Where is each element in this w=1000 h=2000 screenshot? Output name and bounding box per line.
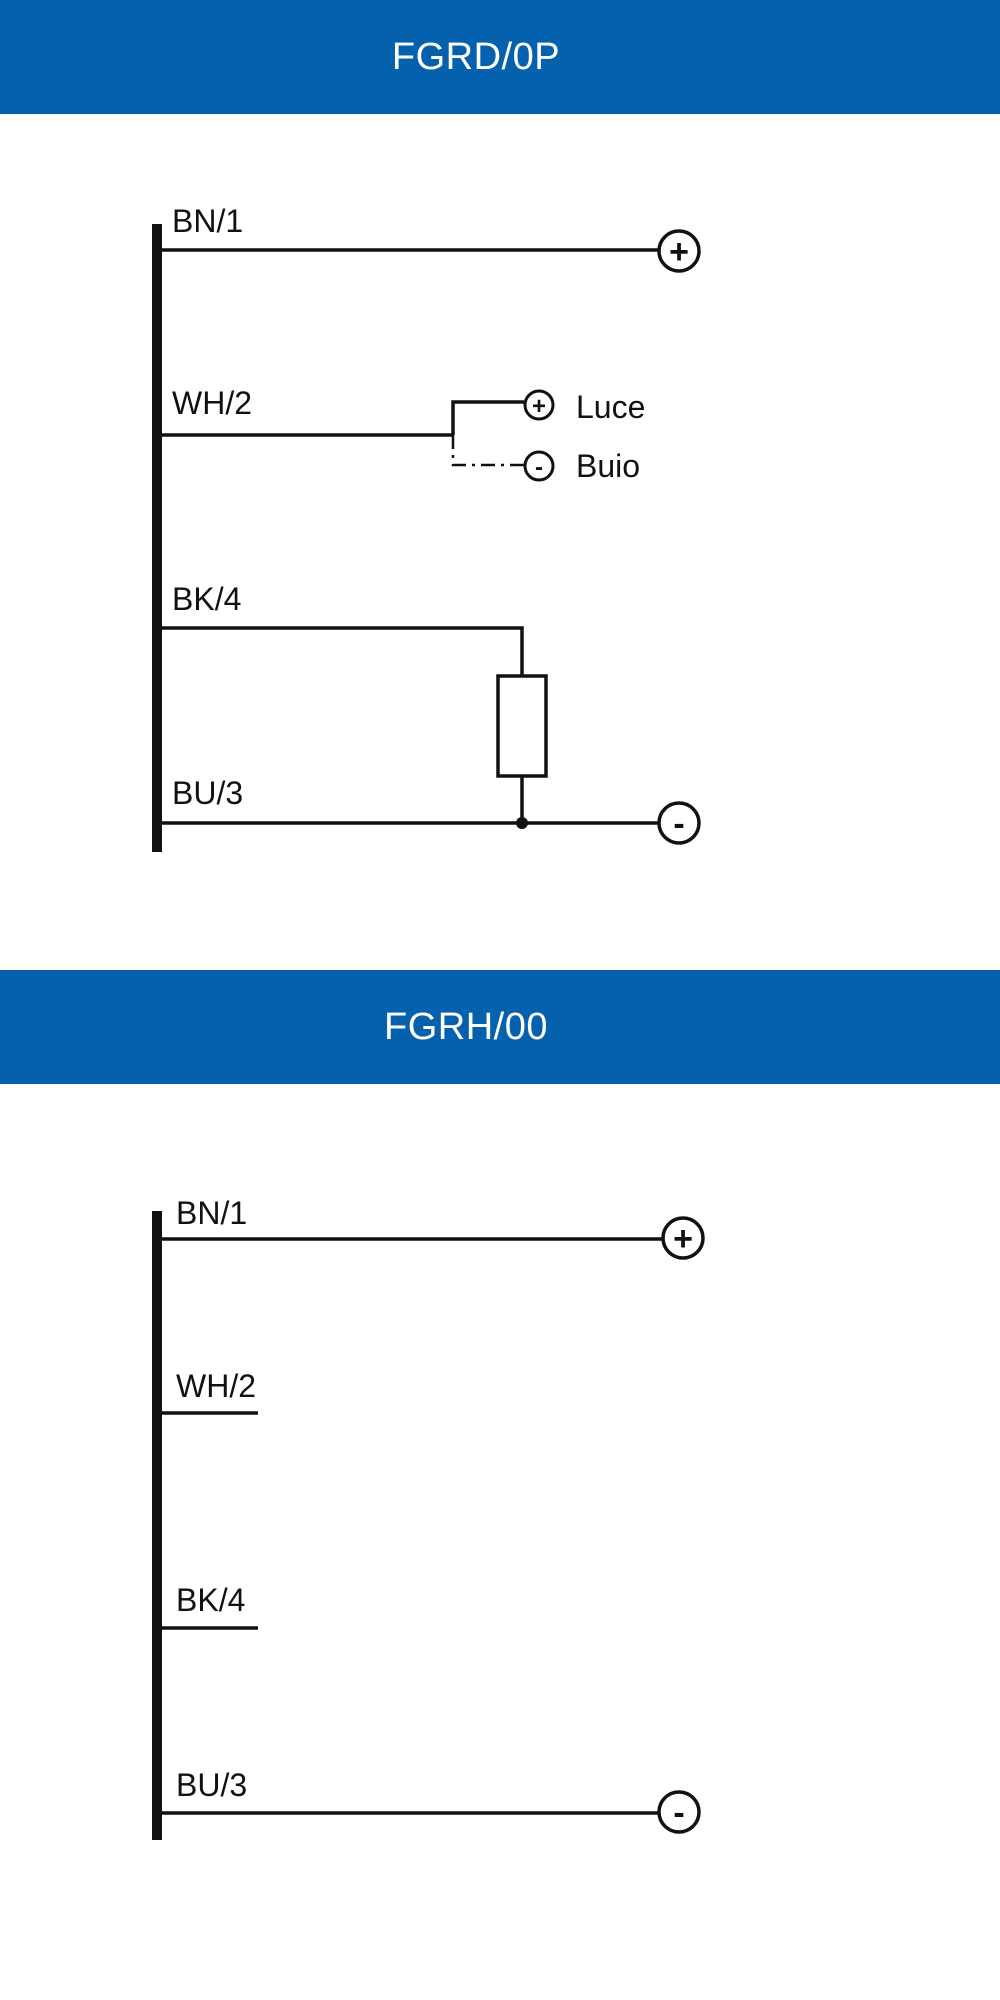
wire-label-wh: WH/2: [176, 1368, 256, 1404]
wire-label-bk: BK/4: [172, 581, 241, 617]
wire-label-bu: BU/3: [176, 1767, 247, 1803]
connector-bus: [152, 1211, 162, 1840]
wire-label-bu: BU/3: [172, 775, 243, 811]
section-header-fgrh: FGRH/00: [0, 970, 1000, 1084]
section-header-fgrd: FGRD/0P: [0, 0, 1000, 114]
connector-bus: [152, 224, 162, 852]
dark-output-terminal: -: [523, 450, 555, 482]
svg-text:-: -: [535, 454, 543, 481]
wiring-diagram-fgrd: BN/1 + WH/2 + Luce - Buio BK/4 BU/3 -: [152, 203, 701, 852]
wire-label-bk: BK/4: [176, 1582, 245, 1618]
wire-bk: [162, 626, 524, 676]
wire-label-bn: BN/1: [172, 203, 243, 239]
wire-label-wh: WH/2: [172, 385, 252, 421]
wire-label-bn: BN/1: [176, 1195, 247, 1231]
section-title: FGRH/00: [384, 1005, 548, 1048]
switch-dark-path: [451, 435, 524, 467]
output-label-light: Luce: [576, 389, 645, 425]
svg-text:-: -: [673, 805, 684, 843]
svg-text:+: +: [532, 393, 546, 420]
wiring-diagram-fgrh: BN/1 + WH/2 BK/4 BU/3 -: [152, 1195, 705, 1840]
switch-light-path: [451, 400, 524, 435]
section-title: FGRD/0P: [391, 35, 561, 78]
svg-text:+: +: [673, 1220, 693, 1258]
minus-terminal: -: [657, 801, 701, 845]
output-label-dark: Buio: [576, 448, 640, 484]
junction-dot: [516, 817, 528, 829]
light-output-terminal: +: [523, 389, 555, 421]
load-resistor: [496, 674, 548, 778]
svg-text:-: -: [673, 1794, 684, 1832]
minus-terminal: -: [657, 1790, 701, 1834]
plus-terminal: +: [657, 229, 701, 273]
svg-text:+: +: [669, 233, 689, 271]
plus-terminal: +: [661, 1216, 705, 1260]
